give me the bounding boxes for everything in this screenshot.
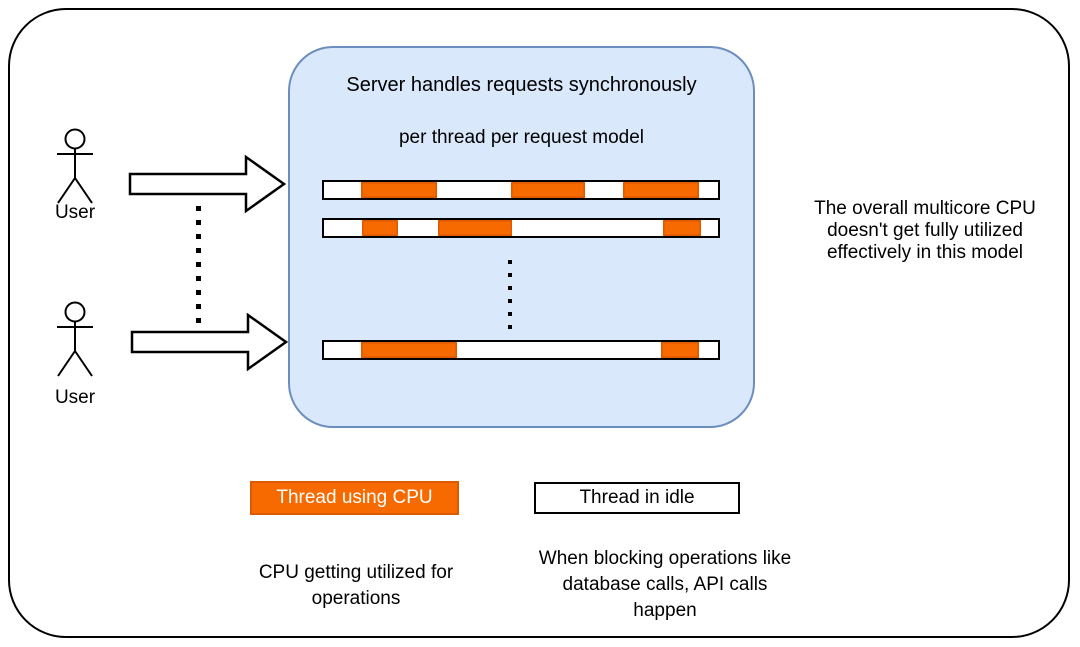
more-threads-ellipsis-dots xyxy=(508,260,512,330)
request-arrow-icon xyxy=(130,312,289,372)
thread-timeline-bar xyxy=(322,218,720,238)
cpu-busy-segment xyxy=(662,220,702,236)
cpu-busy-segment xyxy=(360,182,437,198)
thread-timeline-bar xyxy=(322,180,720,200)
thread-timeline-bar xyxy=(322,340,720,360)
idle-segment xyxy=(699,342,718,358)
cpu-busy-segment xyxy=(437,220,513,236)
idle-segment xyxy=(699,182,718,198)
idle-segment xyxy=(512,220,663,236)
cpu-busy-segment xyxy=(361,220,399,236)
user-label: User xyxy=(54,202,96,223)
user-label: User xyxy=(54,387,96,408)
cpu-busy-segment xyxy=(360,342,457,358)
cpu-busy-segment xyxy=(622,182,700,198)
legend-thread-in-idle: Thread in idle xyxy=(534,482,740,514)
request-arrow-icon xyxy=(128,154,287,214)
cpu-legend-caption: CPU getting utilized for operations xyxy=(258,562,454,609)
idle-segment xyxy=(585,182,623,198)
outer-frame xyxy=(8,8,1070,638)
more-users-ellipsis-dots xyxy=(196,206,201,328)
idle-segment xyxy=(701,220,718,236)
idle-segment xyxy=(456,342,661,358)
cpu-busy-segment xyxy=(511,182,586,198)
idle-segment xyxy=(324,182,361,198)
idle-segment xyxy=(324,220,362,236)
idle-segment xyxy=(324,342,361,358)
server-box-subtitle: per thread per request model xyxy=(398,127,645,148)
user-stick-figure-icon xyxy=(57,301,93,377)
idle-legend-caption: When blocking operations like database c… xyxy=(538,548,792,621)
legend-thread-using-cpu: Thread using CPU xyxy=(250,481,459,515)
user-stick-figure-icon xyxy=(57,128,93,204)
idle-segment xyxy=(398,220,438,236)
server-box-title: Server handles requests synchronously xyxy=(346,74,697,96)
cpu-busy-segment xyxy=(660,342,700,358)
cpu-utilization-note: The overall multicore CPU doesn't get fu… xyxy=(814,198,1036,263)
idle-segment xyxy=(436,182,512,198)
